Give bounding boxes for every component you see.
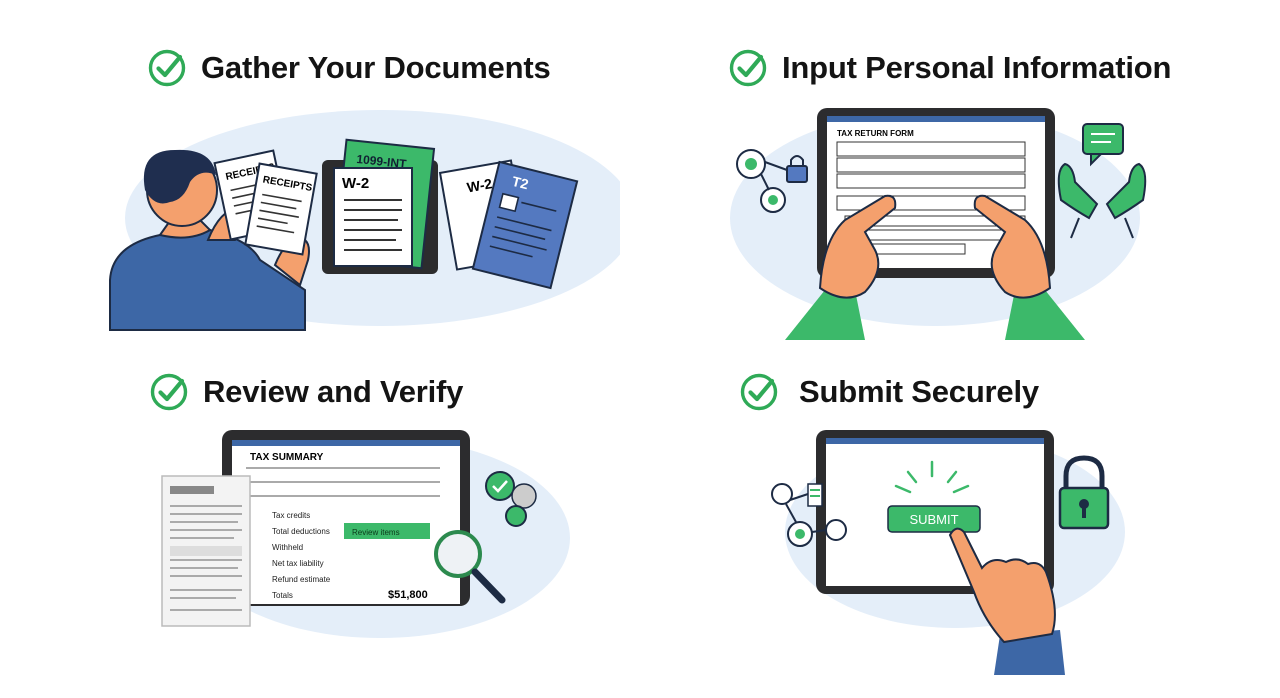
gather-documents-illustration: RECEIPTS RECEIPTS 1099-INT W-2 W-2 T2 — [109, 110, 620, 331]
pointing-hand — [948, 527, 1065, 675]
burst-lines — [894, 460, 970, 494]
step-4-title: Submit Securely — [799, 374, 1039, 409]
paper-document — [161, 475, 251, 627]
summary-row-5: Refund estimate — [272, 575, 331, 584]
summary-row-4: Net tax liability — [272, 559, 324, 568]
lock-icon — [736, 149, 808, 213]
submit-label: SUBMIT — [909, 512, 958, 527]
check-badge-icon — [485, 471, 537, 527]
green-doc-label: 1099-INT — [356, 152, 408, 171]
check-circle-icon — [740, 373, 778, 411]
magnifier-icon — [434, 530, 506, 604]
step-2-heading: Input Personal Information — [728, 48, 1171, 88]
step-1-title: Gather Your Documents — [201, 50, 551, 85]
hands-icon — [1057, 162, 1147, 239]
blue-doc-label: T2 — [510, 173, 530, 193]
check-circle-icon — [729, 49, 767, 87]
highlight-bar — [344, 523, 430, 539]
summary-row-3: Withheld — [272, 543, 303, 552]
summary-amount: $51,800 — [388, 589, 428, 601]
review-verify-illustration: TAX SUMMARY Review items Tax credits Tot… — [161, 430, 570, 638]
receipt-document-2: RECEIPTS — [244, 162, 318, 256]
step-3-title: Review and Verify — [203, 374, 464, 409]
w2-label-1: W-2 — [342, 175, 369, 192]
typing-hands — [785, 194, 1085, 340]
submit-securely-illustration: SUBMIT — [771, 430, 1125, 675]
step-3-heading: Review and Verify — [149, 372, 463, 412]
chat-bubble-icon — [1082, 123, 1124, 167]
step-4-heading: Submit Securely — [739, 372, 1039, 412]
step-2-title: Input Personal Information — [782, 50, 1172, 85]
highlight-text: Review items — [352, 528, 400, 537]
check-circle-icon — [150, 373, 188, 411]
tablet-with-documents: 1099-INT W-2 — [322, 138, 438, 274]
network-node-icon — [771, 483, 847, 547]
submit-button[interactable]: SUBMIT — [887, 505, 981, 533]
tax-summary-title: TAX SUMMARY — [250, 452, 324, 463]
tax-summary-tablet: TAX SUMMARY Review items Tax credits Tot… — [222, 430, 470, 606]
w2-label-2: W-2 — [466, 175, 494, 195]
blue-tax-document: T2 — [471, 160, 579, 290]
padlock-icon — [1058, 455, 1110, 530]
summary-row-2: Total deductions — [272, 527, 330, 536]
step-1-heading: Gather Your Documents — [147, 48, 551, 88]
summary-row-6: Totals — [272, 591, 293, 600]
summary-row-1: Tax credits — [272, 511, 310, 520]
form-title: TAX RETURN FORM — [837, 129, 914, 138]
input-information-illustration: TAX RETURN FORM — [730, 108, 1147, 340]
check-circle-icon — [148, 49, 186, 87]
